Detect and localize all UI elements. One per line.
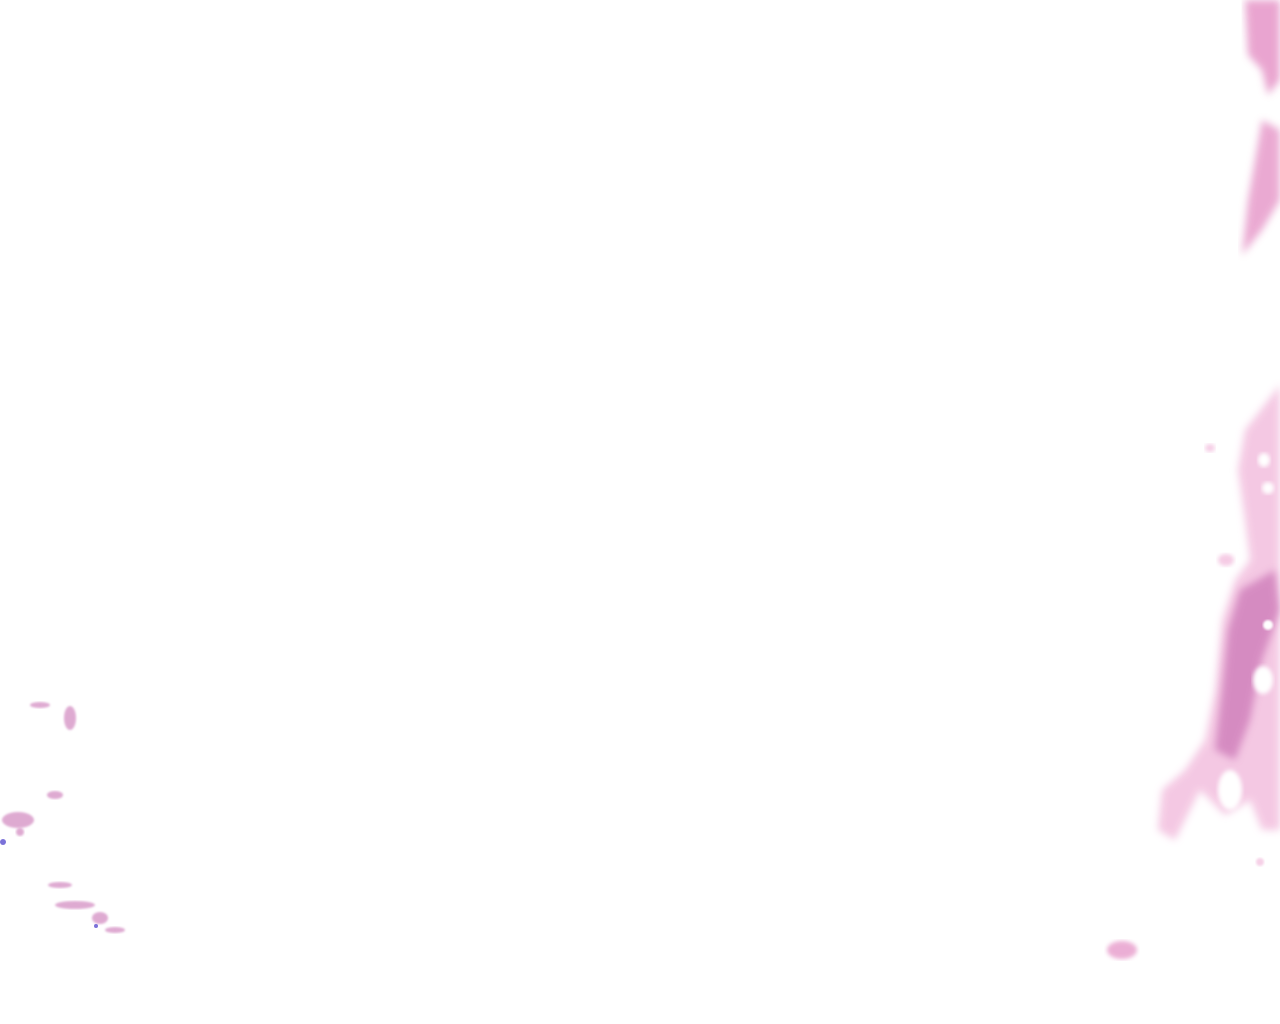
- tissue-fragment: [92, 912, 108, 924]
- tissue-gap: [1258, 453, 1270, 467]
- tissue-strand-upper: [1242, 120, 1280, 255]
- tissue-region-right: [1158, 385, 1280, 840]
- tissue-fragment: [48, 882, 72, 888]
- tissue-regions: [0, 0, 1280, 959]
- tissue-fragment: [55, 901, 95, 909]
- tissue-fragment: [2, 812, 34, 828]
- tissue-fragment: [1218, 554, 1234, 566]
- tissue-gap: [1253, 666, 1273, 694]
- tissue-fragment: [1107, 941, 1137, 959]
- tissue-fragment: [16, 828, 24, 836]
- tissue-region-right-dense: [1215, 570, 1280, 760]
- nucleus: [94, 924, 98, 928]
- tissue-gap: [1262, 482, 1274, 494]
- tissue-fragment: [105, 927, 125, 933]
- tissue-gap: [1263, 620, 1273, 630]
- tissue-fragment: [47, 791, 63, 799]
- tissue-fragment: [30, 702, 50, 708]
- tissue-fragment: [64, 706, 76, 730]
- tissue-strand-top: [1245, 0, 1280, 95]
- tissue-gap: [1218, 770, 1242, 810]
- nucleus: [0, 839, 6, 845]
- tissue-fragment: [1205, 444, 1215, 452]
- tissue-fragment: [1256, 858, 1264, 866]
